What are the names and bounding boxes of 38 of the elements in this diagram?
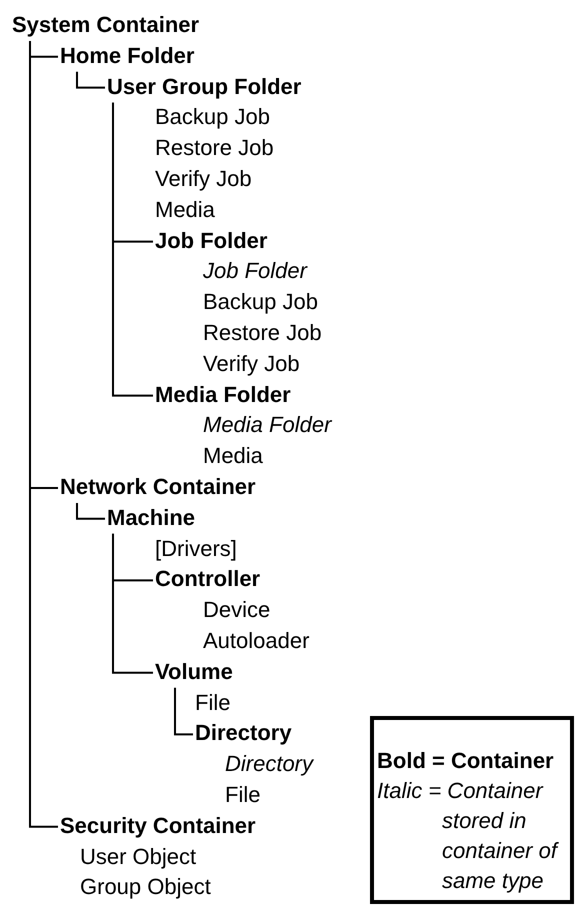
container-label: Security Container xyxy=(60,812,256,839)
list-item: Media xyxy=(203,443,263,470)
list-item: Verify Job xyxy=(203,350,300,377)
list-item: Directory xyxy=(225,751,314,778)
container-label: Media Folder xyxy=(155,382,291,408)
list-item: User Object xyxy=(80,844,196,870)
container-label: User Group Folder xyxy=(107,74,302,100)
tree-connector xyxy=(29,41,58,828)
legend-text: Italic = Container stored in container of same type xyxy=(376,777,560,895)
list-item: Device xyxy=(203,597,270,624)
legend-text: Bold = Container xyxy=(376,747,555,775)
tree-connector xyxy=(76,72,105,89)
legend-box xyxy=(370,716,574,904)
tree-connector xyxy=(76,503,105,520)
list-item: Media Folder xyxy=(203,412,332,438)
list-item: Restore Job xyxy=(203,320,322,346)
container-label: Home Folder xyxy=(60,42,194,69)
tree-connector xyxy=(174,688,193,736)
container-label: Directory xyxy=(195,720,292,746)
list-item: Autoloader xyxy=(203,628,310,654)
list-item: Backup Job xyxy=(203,289,318,316)
list-item: Job Folder xyxy=(203,258,307,284)
list-item: Restore Job xyxy=(155,135,274,162)
list-item: Backup Job xyxy=(155,104,270,130)
list-item: Verify Job xyxy=(155,166,252,192)
tree-connector xyxy=(112,534,153,674)
container-label: System Container xyxy=(12,12,200,38)
list-item: File xyxy=(195,690,230,716)
list-item: Group Object xyxy=(80,874,211,900)
container-label: Network Container xyxy=(60,474,256,500)
container-label: Job Folder xyxy=(155,228,268,254)
list-item: Media xyxy=(155,196,215,223)
list-item: [Drivers] xyxy=(155,536,237,562)
container-label: Volume xyxy=(155,658,233,685)
container-label: Controller xyxy=(155,566,260,592)
container-label: Machine xyxy=(107,504,196,531)
tree-connector xyxy=(112,102,153,397)
list-item: File xyxy=(225,782,260,808)
